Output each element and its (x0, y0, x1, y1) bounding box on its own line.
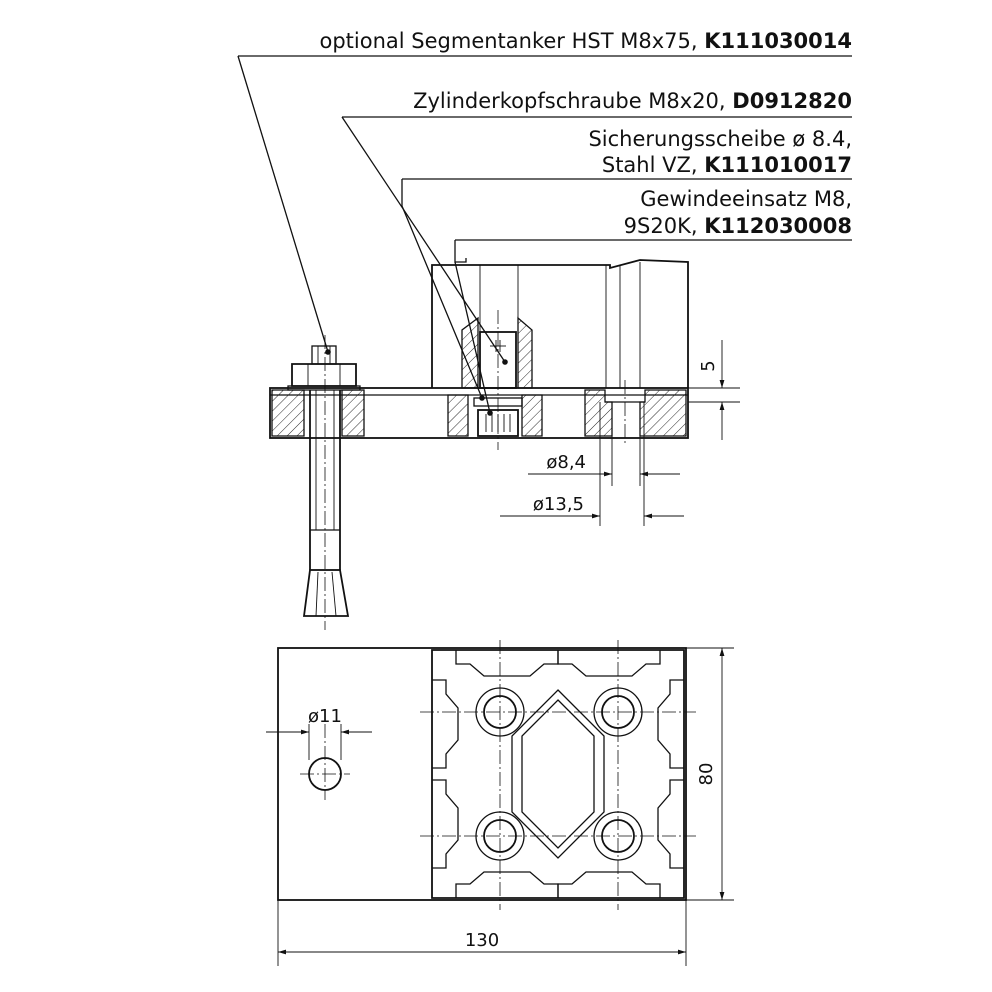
top-view: ø11 (266, 640, 734, 966)
dim-anchor-hole: ø11 (308, 706, 342, 727)
extrusion-profile (420, 640, 696, 910)
svg-text:Zylinderkopfschraube M8x20, D0: Zylinderkopfschraube M8x20, D0912820 (413, 89, 852, 113)
callout-insert-line1: Gewindeeinsatz M8, (640, 187, 852, 211)
callout-thread-insert: Gewindeeinsatz M8, 9S20K, K112030008 (454, 187, 852, 416)
callout-anchor: optional Segmentanker HST M8x75, K111030… (237, 29, 853, 355)
dim-plate-thickness: 5 (698, 360, 719, 371)
callout-anchor-text: optional Segmentanker HST M8x75, (320, 29, 705, 53)
svg-text:optional Segmentanker HST M8x7: optional Segmentanker HST M8x75, K111030… (320, 29, 853, 53)
callout-anchor-part-number: K111030014 (704, 29, 852, 53)
callout-insert-part-number: K112030008 (704, 214, 852, 238)
dim-hole-small: ø8,4 (546, 452, 586, 473)
callout-washer: Sicherungsscheibe ø 8.4, Stahl VZ, K1110… (401, 127, 852, 401)
callout-washer-line2: Stahl VZ, (602, 153, 704, 177)
dim-width: 130 (465, 930, 499, 951)
svg-text:Stahl VZ, K111010017: Stahl VZ, K111010017 (602, 153, 852, 177)
callout-screw-part-number: D0912820 (732, 89, 852, 113)
section-view: 5 ø8,4 ø13,5 (269, 259, 740, 630)
dim-height: 80 (696, 763, 717, 786)
dim-hole-counterbore: ø13,5 (533, 494, 584, 515)
callout-screw-text: Zylinderkopfschraube M8x20, (413, 89, 732, 113)
callout-washer-line1: Sicherungsscheibe ø 8.4, (588, 127, 852, 151)
svg-text:9S20K, K112030008: 9S20K, K112030008 (624, 214, 852, 238)
callout-insert-line2: 9S20K, (624, 214, 705, 238)
callout-washer-part-number: K111010017 (704, 153, 852, 177)
